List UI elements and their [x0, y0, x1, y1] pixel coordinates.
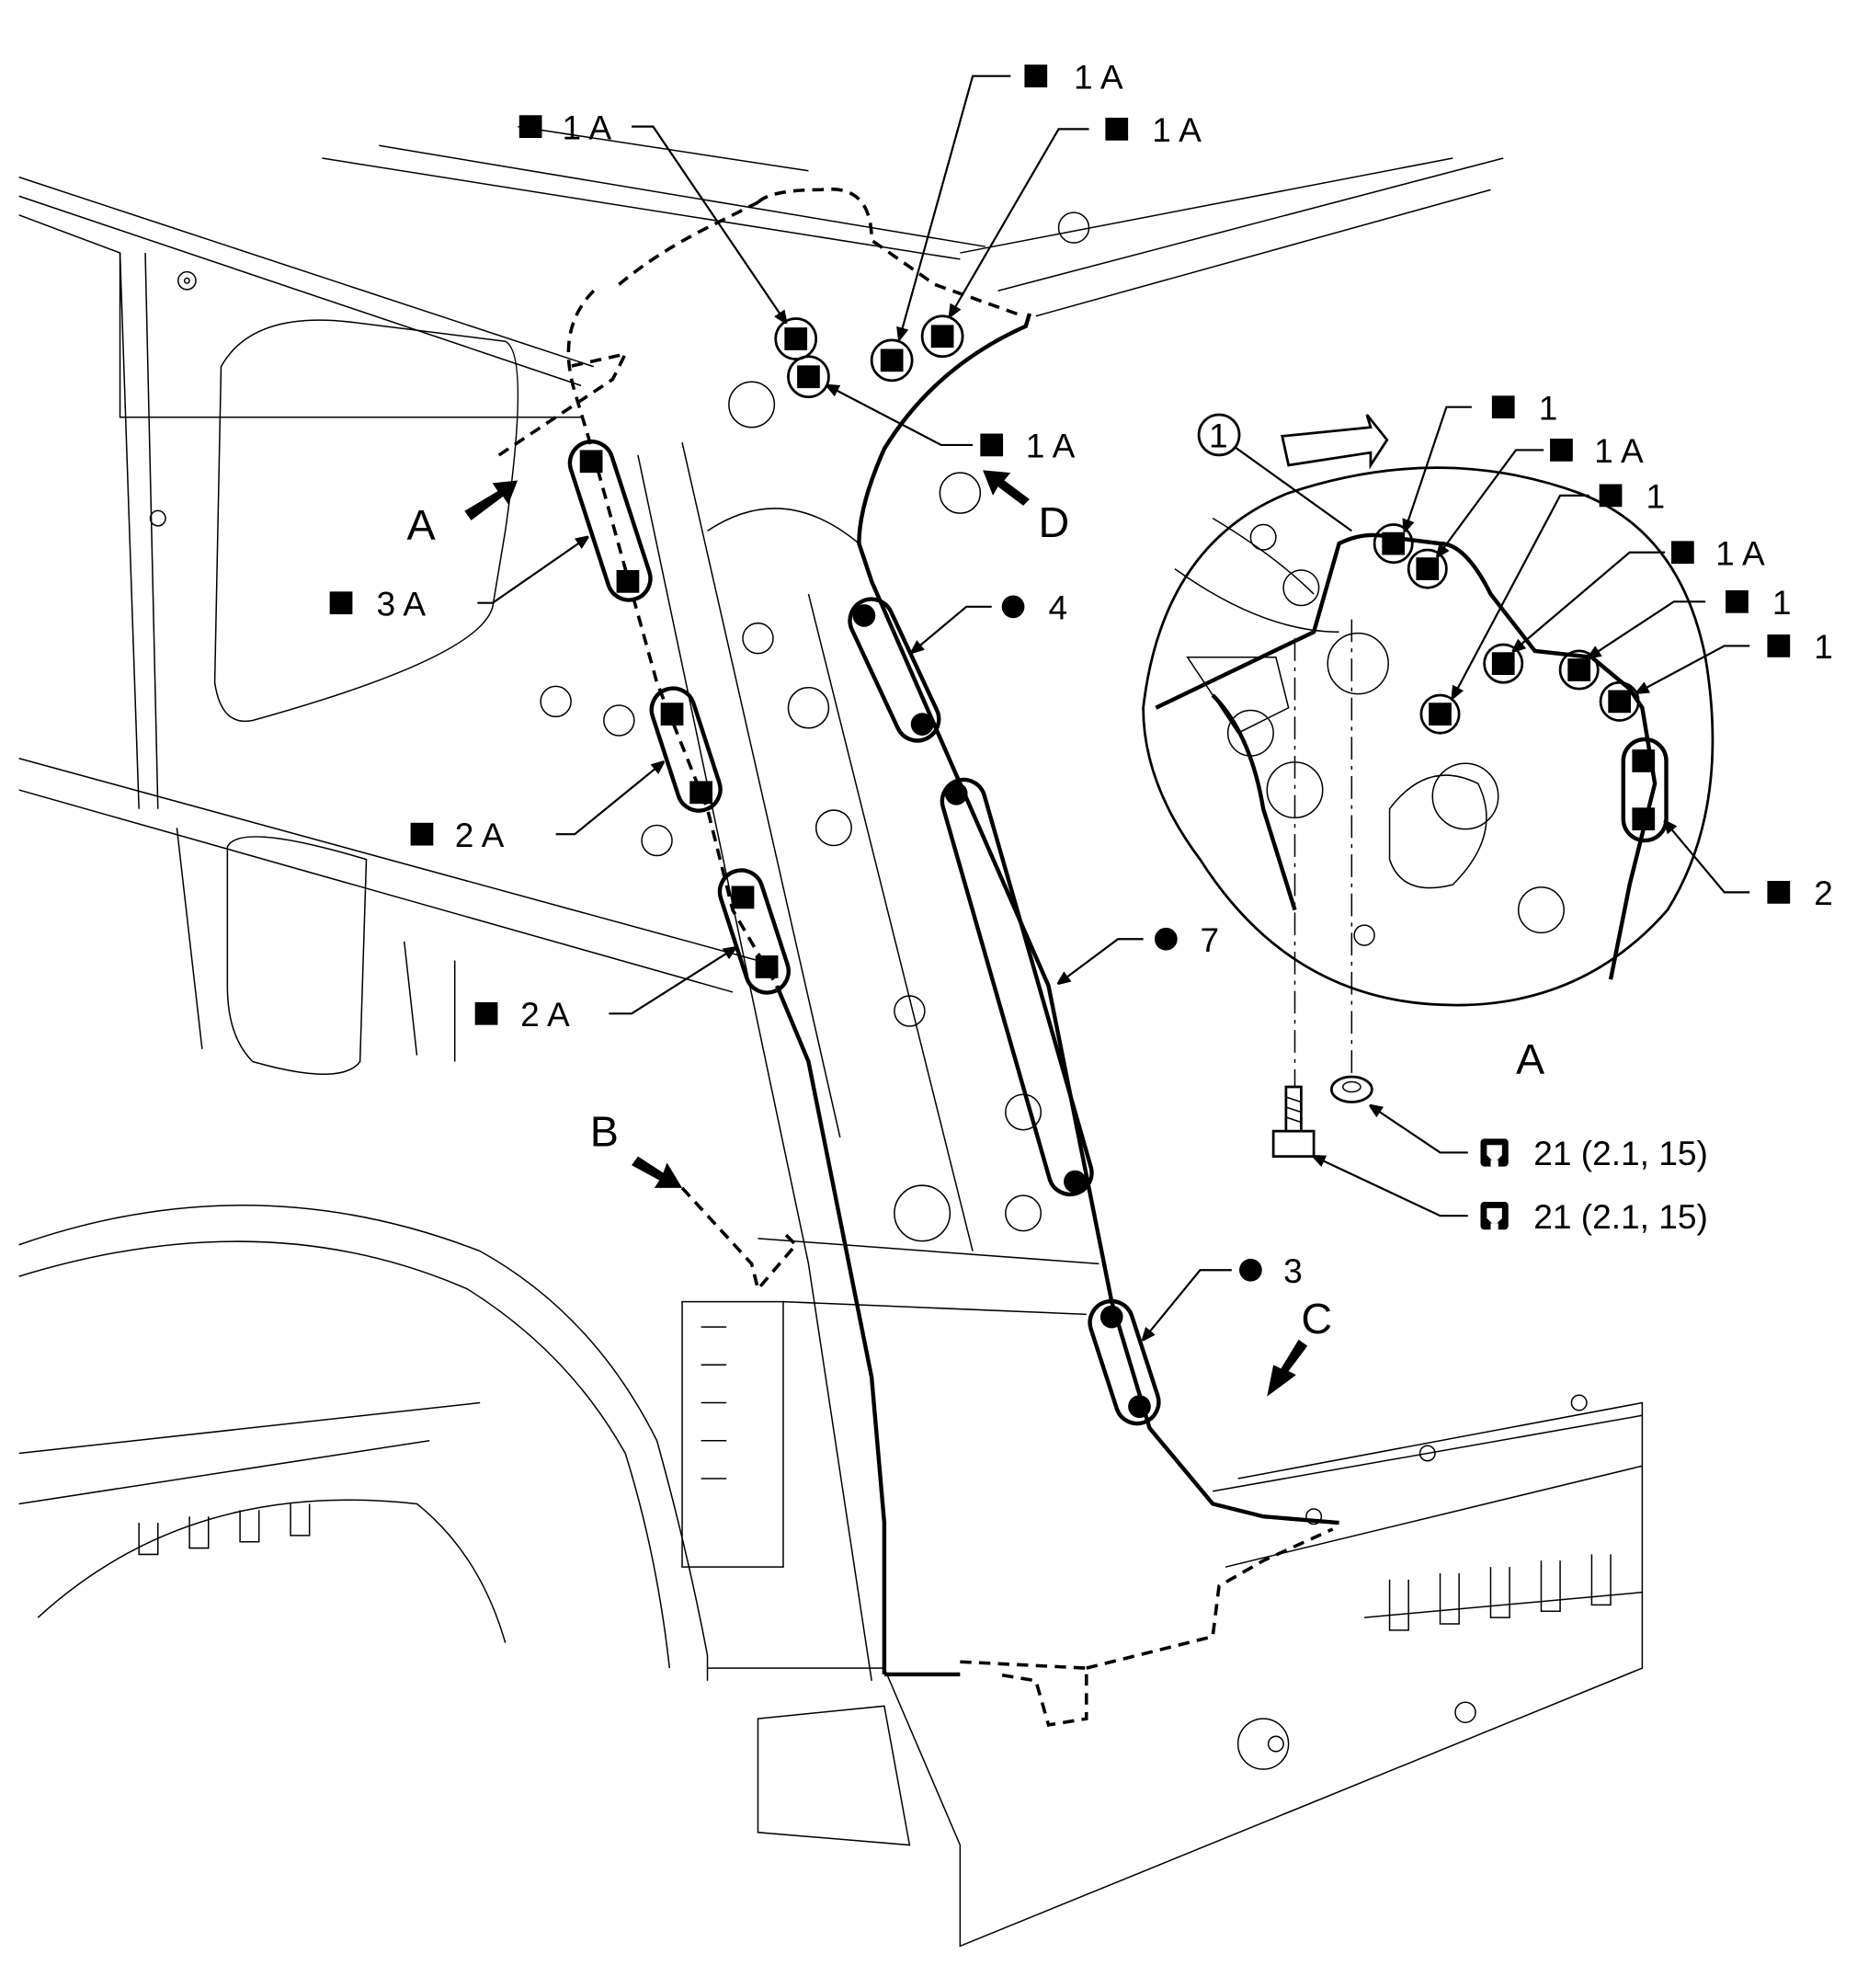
- view-arrow-b: B: [590, 1108, 799, 1293]
- svg-text:1 A: 1 A: [1715, 533, 1765, 572]
- callout-left-2a-upper: 2 A: [410, 816, 505, 854]
- callout-dot-3: 3: [1239, 1251, 1303, 1290]
- svg-text:7: 7: [1200, 920, 1219, 959]
- torque-spec-nut: 21 (2.1, 15): [1480, 1134, 1708, 1172]
- callout-top-left-1a: 1 A: [518, 108, 611, 146]
- view-label-b: B: [590, 1108, 619, 1156]
- svg-text:2 A: 2 A: [455, 816, 505, 854]
- svg-text:1 A: 1 A: [1074, 57, 1123, 96]
- svg-text:3 A: 3 A: [376, 584, 426, 623]
- bolt-icon: [1271, 1085, 1316, 1158]
- svg-text:3: 3: [1283, 1251, 1303, 1290]
- detail-callout-1a-b: 1 A: [1671, 533, 1765, 572]
- callout-dot-7: 7: [1154, 920, 1219, 959]
- svg-text:1: 1: [1646, 477, 1666, 516]
- replacement-pillar-outline: [775, 313, 1339, 1677]
- callout-left-3a: 3 A: [329, 584, 426, 623]
- callout-below-1a: 1 A: [980, 427, 1076, 465]
- torque-spec-bolt: 21 (2.1, 15): [1480, 1197, 1708, 1236]
- svg-text:1: 1: [1772, 583, 1792, 622]
- view-label-a: A: [406, 501, 436, 549]
- weld-markers: [567, 314, 1161, 1426]
- view-arrow-a: A: [406, 351, 629, 549]
- detail-callout-1-d: 1: [1767, 627, 1833, 666]
- leader-lines: [477, 74, 1232, 1340]
- svg-text:21 (2.1, 15): 21 (2.1, 15): [1533, 1197, 1708, 1236]
- detail-callout-1a-a: 1 A: [1550, 431, 1644, 470]
- svg-text:1 A: 1 A: [1152, 110, 1202, 149]
- detail-callout-1-b: 1: [1599, 477, 1666, 516]
- detail-callout-2: 2: [1767, 874, 1833, 912]
- svg-text:4: 4: [1049, 588, 1068, 627]
- detail-leader-lines: [1314, 406, 1750, 1217]
- callout-top-mid-1a: 1 A: [1024, 57, 1123, 96]
- view-label-c: C: [1301, 1295, 1332, 1342]
- callout-dot-4: 4: [1001, 588, 1068, 627]
- vehicle-body-linework: [18, 125, 1644, 1948]
- detail-caption-a: A: [1516, 1035, 1545, 1083]
- svg-text:2 A: 2 A: [520, 995, 570, 1034]
- svg-text:1 A: 1 A: [1594, 431, 1644, 470]
- svg-text:1 A: 1 A: [1026, 427, 1076, 465]
- callout-top-right-1a: 1 A: [1105, 110, 1202, 149]
- detail-callout-1-a: 1: [1491, 388, 1558, 427]
- nut-icon: [1329, 1075, 1373, 1103]
- svg-text:21 (2.1, 15): 21 (2.1, 15): [1533, 1134, 1708, 1172]
- torque-wrench-icon: [1480, 1202, 1509, 1231]
- svg-text:1: 1: [1539, 388, 1558, 427]
- view-label-d: D: [1039, 498, 1070, 546]
- view-arrow-c: C: [1267, 1295, 1332, 1397]
- view-arrow-d: D: [983, 470, 1069, 546]
- part-number-1: 1: [1209, 417, 1228, 455]
- callout-left-2a-lower: 2 A: [474, 995, 570, 1034]
- svg-text:1: 1: [1814, 627, 1833, 666]
- detail-callout-1-c: 1: [1726, 583, 1792, 622]
- svg-text:2: 2: [1814, 874, 1833, 912]
- detail-view-a: 1 A: [1142, 413, 1715, 1158]
- svg-text:1 A: 1 A: [562, 108, 611, 146]
- torque-wrench-icon: [1480, 1138, 1509, 1168]
